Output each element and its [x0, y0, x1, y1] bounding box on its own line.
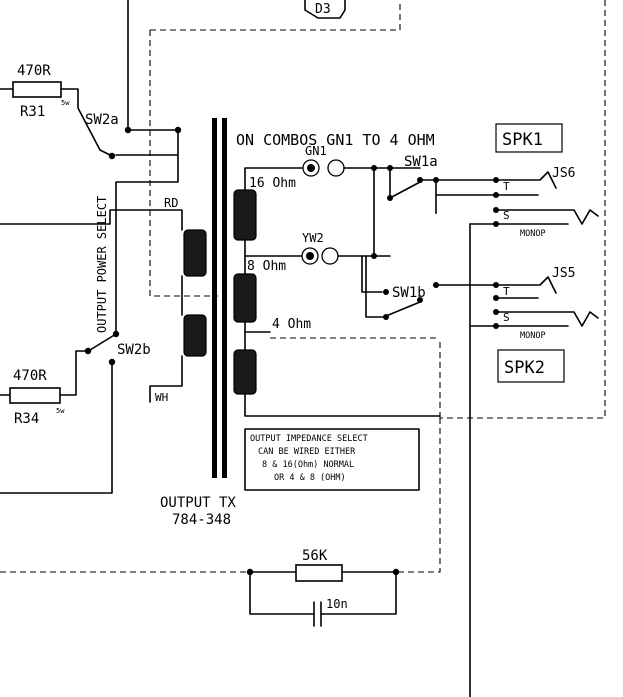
js5-t-label: T — [503, 285, 510, 298]
sw2b-switch: SW2b — [0, 154, 179, 494]
sw1-switch: SW1a SW1b — [361, 154, 493, 320]
wh-label: WH — [155, 391, 168, 404]
r31-resistor: 470R R31 5w — [0, 63, 113, 157]
dashed-outlines — [0, 0, 606, 573]
tap-16-label: 16 Ohm — [249, 176, 296, 191]
note-line-3: 8 & 16(Ohm) NORMAL — [262, 460, 354, 470]
spk1-label: SPK1 — [502, 130, 543, 150]
d3-block: D3 — [127, 0, 346, 56]
r31-ref-label: R31 — [20, 104, 45, 120]
feedback-rail — [435, 212, 471, 697]
r34-ref-label: R34 — [14, 411, 39, 427]
r34-resistor: 470R R34 5w — [0, 350, 89, 427]
note-line-4: OR 4 & 8 (OHM) — [274, 473, 346, 483]
r56k-label: 56K — [302, 548, 328, 564]
d3-label: D3 — [315, 2, 331, 17]
c10n-label: 10n — [326, 597, 348, 611]
secondary-taps: GN1 16 Ohm YW2 8 Ohm 4 Ohm — [244, 144, 441, 417]
r31-value-label: 470R — [17, 63, 51, 79]
tap-4-label: 4 Ohm — [272, 317, 311, 332]
output-tx-part-label: 784-348 — [172, 512, 231, 528]
impedance-note-box: OUTPUT IMPEDANCE SELECT CAN BE WIRED EIT… — [244, 428, 420, 491]
spk2-label: SPK2 — [504, 358, 545, 378]
output-tx-label: OUTPUT TX — [160, 495, 236, 511]
sw1a-label: SW1a — [404, 154, 438, 170]
js5-jack: T S MONOP JS5 — [469, 266, 599, 341]
js6-t-label: T — [503, 180, 510, 193]
js6-label: JS6 — [552, 166, 575, 181]
js5-label: JS5 — [552, 266, 575, 281]
js6-jack: T S MONOP JS6 — [419, 166, 599, 239]
note-line-1: OUTPUT IMPEDANCE SELECT — [250, 434, 368, 444]
feedback-network: 56K 10n — [246, 548, 400, 627]
spk1-box: SPK1 — [495, 123, 563, 153]
sw2a-switch: SW2a — [85, 54, 182, 160]
output-power-select-label: OUTPUT POWER SELECT — [95, 196, 109, 333]
r34-value-label: 470R — [13, 368, 47, 384]
primary-wires: RD WH — [0, 196, 183, 404]
sw1b-label: SW1b — [392, 285, 426, 301]
on-combos-label: ON COMBOS GN1 TO 4 OHM — [236, 131, 435, 149]
tap-8-label: 8 Ohm — [247, 259, 286, 274]
r34-power-label: 5w — [56, 407, 65, 415]
js5-monop-label: MONOP — [520, 331, 546, 341]
note-line-2: CAN BE WIRED EITHER — [258, 447, 356, 457]
spk2-box: SPK2 — [497, 349, 565, 383]
yw2-label: YW2 — [302, 231, 324, 245]
js6-s-label: S — [503, 209, 510, 222]
r31-power-label: 5w — [61, 99, 70, 107]
gn1-label: GN1 — [305, 144, 327, 158]
js6-monop-label: MONOP — [520, 229, 546, 239]
sw2b-label: SW2b — [117, 342, 151, 358]
rd-label: RD — [164, 196, 178, 210]
sw2a-label: SW2a — [85, 112, 119, 128]
js5-s-label: S — [503, 311, 510, 324]
output-transformer: OUTPUT TX 784-348 — [160, 118, 257, 528]
